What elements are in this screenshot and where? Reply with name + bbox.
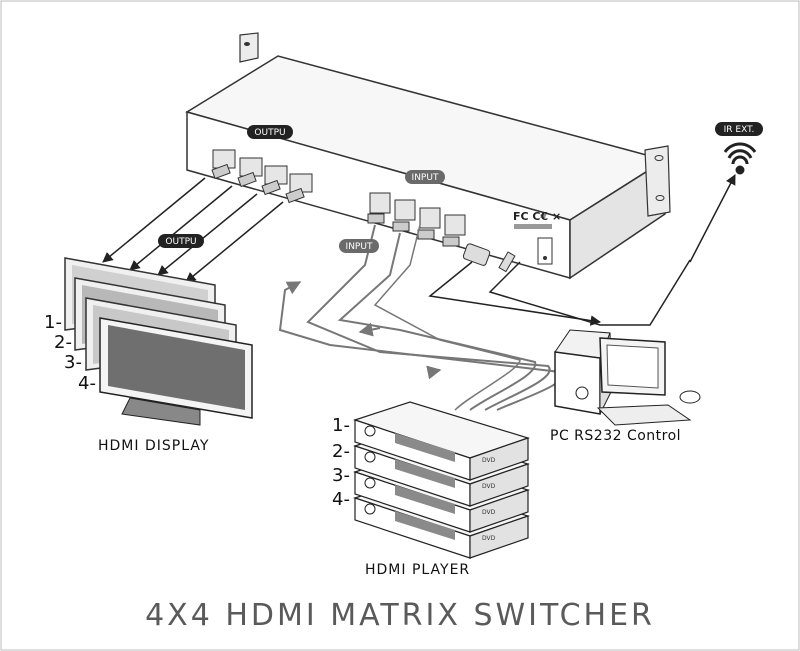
- input-ports: [367, 192, 466, 247]
- pc-mouse: [679, 390, 701, 404]
- pc-keyboard: [596, 404, 692, 426]
- player-1: DVD: [353, 401, 530, 481]
- output-ports: [211, 149, 313, 204]
- input-label-mid: INPUT: [346, 242, 373, 252]
- hdmi-players: DVD DVD DVD DVD: [353, 401, 530, 559]
- page-title: 4X4 HDMI MATRIX SWITCHER: [145, 598, 655, 633]
- output-tag-mid: [158, 234, 204, 248]
- display-4: [99, 317, 253, 426]
- display-number-2: 2-: [54, 332, 72, 353]
- player-number-1: 1-: [332, 415, 350, 436]
- display-number-4: 4-: [78, 373, 96, 394]
- output-label-mid: OUTPU: [165, 237, 196, 247]
- output-cables: [102, 177, 284, 283]
- ir-jack: [498, 251, 516, 273]
- display-number-1: 1-: [44, 312, 62, 333]
- output-tag-top: [247, 125, 293, 139]
- dvd-badge: DVD: [482, 457, 496, 464]
- player-number-3: 3-: [332, 465, 350, 486]
- ir-ext-tag: [715, 122, 763, 136]
- input-label-top: INPUT: [412, 173, 439, 183]
- ir-ext-label: IR EXT.: [724, 125, 755, 135]
- display-number-3: 3-: [64, 352, 82, 373]
- pc-computer: [554, 329, 701, 426]
- rs232-connector: [462, 243, 491, 266]
- dvd-badge: DVD: [482, 483, 496, 490]
- hdmi-display-caption: HDMI DISPLAY: [98, 438, 210, 454]
- pc-control-caption: PC RS232 Control: [550, 428, 682, 444]
- control-cables: [428, 174, 736, 326]
- ir-receiver: [723, 142, 757, 175]
- player-number-4: 4-: [332, 489, 350, 510]
- player-number-2: 2-: [332, 441, 350, 462]
- hdmi-displays: [64, 257, 253, 426]
- dvd-badge: DVD: [482, 509, 496, 516]
- input-tag-mid: [339, 239, 379, 253]
- power-port: [537, 237, 553, 265]
- hdmi-player-caption: HDMI PLAYER: [365, 562, 471, 578]
- output-label-top: OUTPU: [254, 128, 285, 138]
- matrix-switcher-unit: FC C€ ⨯: [185, 32, 671, 280]
- rack-ear-right: [644, 145, 671, 217]
- dvd-badge: DVD: [482, 535, 496, 542]
- input-tag-top: [405, 170, 445, 184]
- fcc-mark: FC C€ ⨯: [513, 210, 561, 223]
- rack-ear-left: [239, 32, 259, 63]
